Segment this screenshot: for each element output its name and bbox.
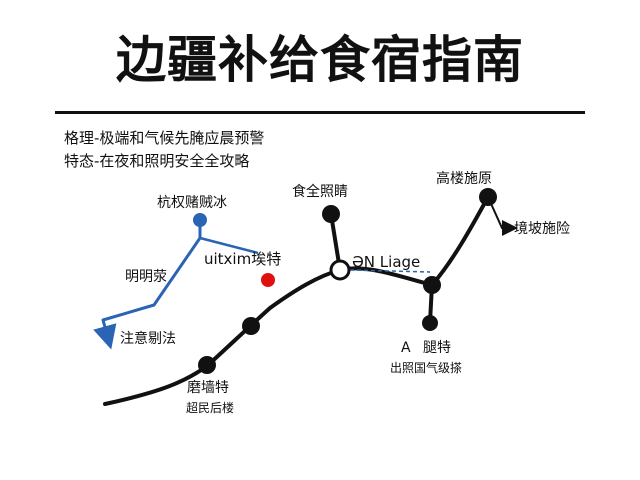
right-lower-node xyxy=(422,315,438,331)
blue-route-line xyxy=(93,222,202,350)
blue-route-branch xyxy=(199,236,259,255)
main-route-line xyxy=(103,266,434,406)
top-center-node xyxy=(322,205,340,223)
red-marker xyxy=(261,273,275,287)
title-divider xyxy=(55,111,585,114)
mid-route-node xyxy=(242,317,260,335)
top-right-arrow xyxy=(487,196,518,236)
label-junction: ƏN Liage xyxy=(352,253,421,271)
label-right-lower-title: 腿特 xyxy=(423,340,451,356)
label-right-lower-marker: A xyxy=(401,340,411,356)
label-top-left-node: 杭权赌贼冰 xyxy=(157,195,227,211)
top-left-blue-node xyxy=(193,213,207,227)
right-route-node xyxy=(423,276,441,294)
label-right-arrow-end: 境坡施险 xyxy=(514,221,570,237)
label-left-mid: 明明荥 xyxy=(125,269,167,285)
label-top-right: 高楼施原 xyxy=(436,171,492,187)
intro-line-1: 格理-极端和气候先腌应晨预警 xyxy=(64,129,265,147)
bottom-left-node xyxy=(198,356,216,374)
intro-line-2: 特态-在夜和照明安全全攻略 xyxy=(64,152,250,170)
junction-dashed-connector xyxy=(349,269,431,273)
junction-node xyxy=(329,259,351,281)
label-bottom-left-title: 磨墙特 xyxy=(187,380,229,396)
right-route-branch xyxy=(430,195,490,287)
label-bottom-left-sub: 超民后楼 xyxy=(186,401,235,415)
label-right-lower-sub: 出照国气级搽 xyxy=(390,361,463,375)
label-left-arrow-end: 注意剔法 xyxy=(120,331,176,347)
label-center-text: uitxim埃特 xyxy=(204,250,282,268)
label-top-center: 食全照睛 xyxy=(292,184,348,200)
top-right-node xyxy=(479,188,497,206)
page-title: 边疆补给食宿指南 xyxy=(116,31,524,89)
